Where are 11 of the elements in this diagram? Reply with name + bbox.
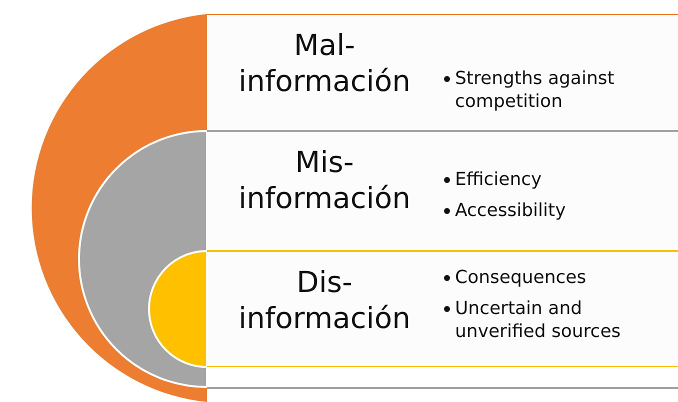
bullet-text: Accessibility [455,200,566,221]
bullet-text: Efficiency [455,169,542,190]
bullet-text: Strengths against competition [455,68,614,112]
bullet-text: Uncertain and unverified sources [455,298,621,342]
row-panel [207,14,678,131]
row-panel [207,131,678,251]
bullet-text: Consequences [455,267,586,288]
row-heading: Mal- información [238,27,412,99]
row-panel [207,251,678,367]
row-heading: Mis- información [238,144,412,216]
row-heading: Dis- información [238,264,412,336]
